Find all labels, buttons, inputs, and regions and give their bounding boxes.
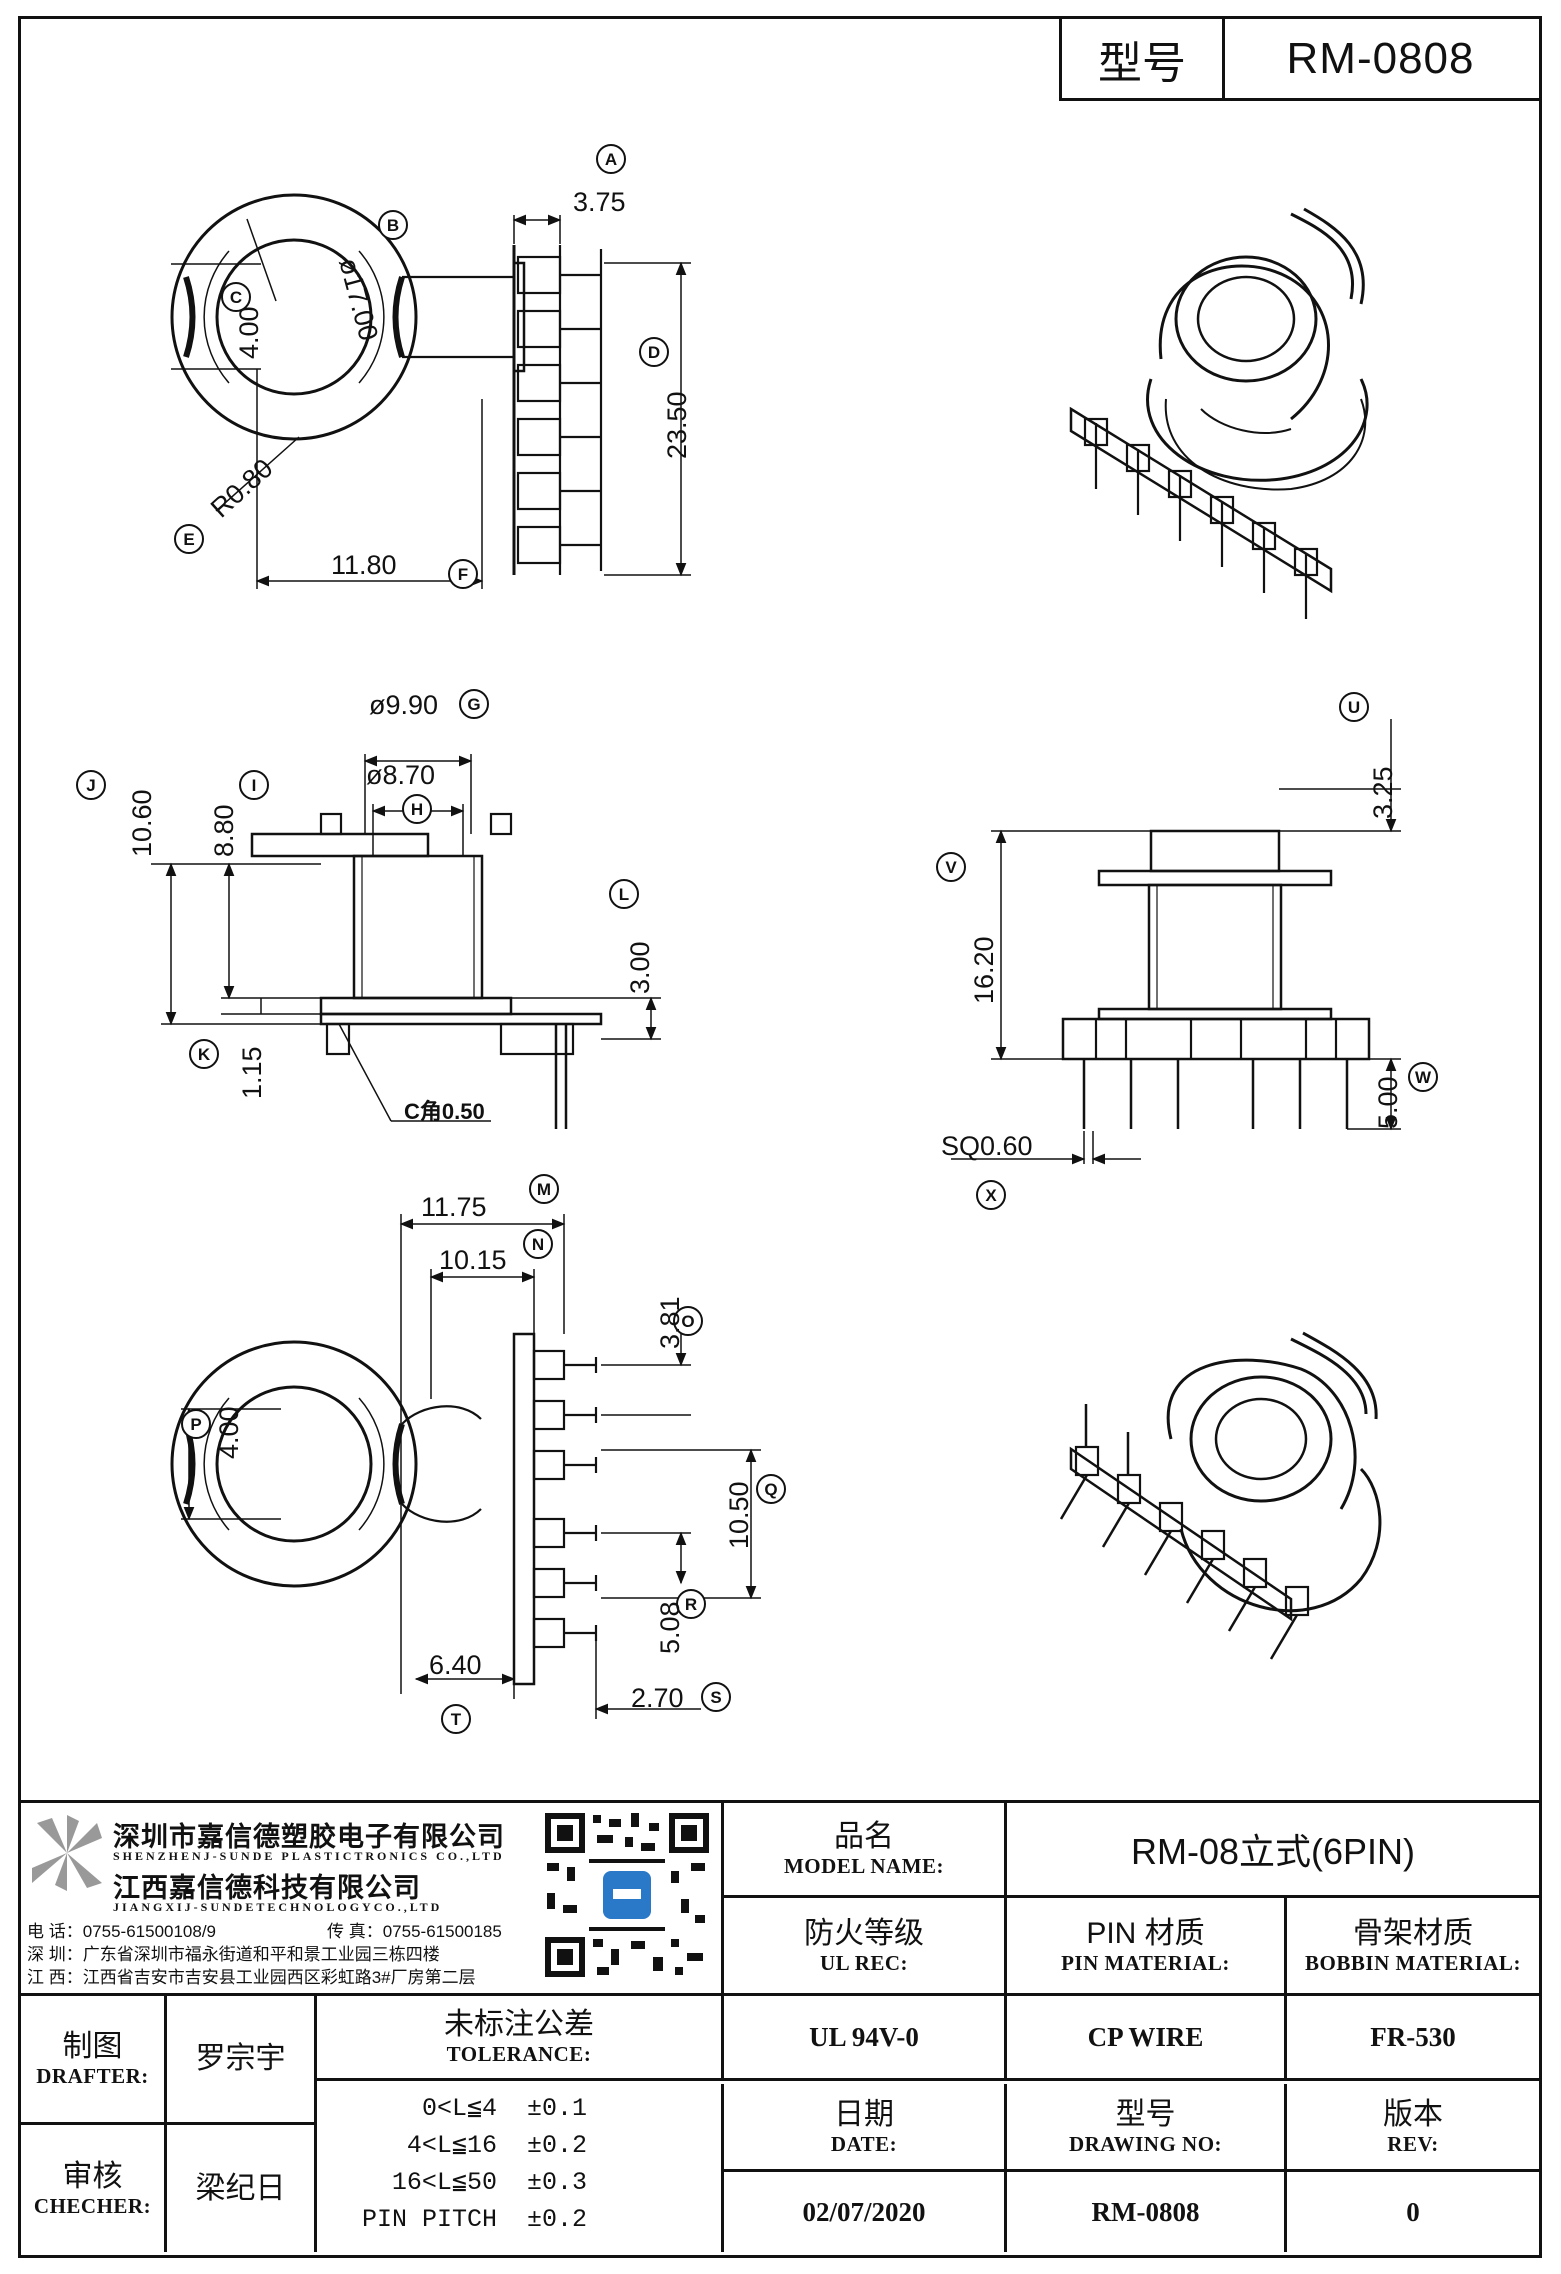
pin-material-value: CP WIRE (1007, 1996, 1287, 2081)
top-view (170, 193, 691, 589)
title-block: 深圳市嘉信德塑胶电子有限公司 SHENZHENJ-SUNDE PLASTICTR… (21, 1800, 1539, 2255)
technical-drawing: A B C D E F G H I J L K U V W X M N O P Q R S T 3.75… (76, 144, 1438, 1734)
iso-view-top (1069, 207, 1369, 619)
dim-A: 3.75 (573, 187, 626, 217)
callout-markers (76, 144, 1438, 1734)
drafter-value: 罗宗宇 (167, 1996, 317, 2125)
address-shenzhen: 深 圳：广东省深圳市福永街道和平和景工业园三栋四楼 (27, 1945, 440, 1964)
svg-text:L: L (619, 885, 629, 904)
model-label: 型号 (1062, 19, 1225, 98)
company-name-jx: 江西嘉信德科技有限公司 (113, 1873, 421, 1903)
dim-O: 3.81 (655, 1296, 685, 1349)
side-view (951, 719, 1401, 1165)
svg-text:D: D (648, 343, 660, 362)
svg-text:X: X (985, 1186, 997, 1205)
model-name-label: 品名 MODEL NAME: (724, 1803, 1007, 1898)
dim-J: 10.60 (127, 789, 157, 857)
svg-text:K: K (198, 1045, 211, 1064)
svg-text:W: W (1415, 1068, 1432, 1087)
dim-K: 1.15 (237, 1046, 267, 1099)
checker-value: 梁纪日 (167, 2125, 317, 2252)
dim-L: 3.00 (625, 941, 655, 994)
company-name-sz-en: SHENZHENJ-SUNDE PLASTICTRONICS CO.,LTD (113, 1849, 505, 1863)
tolerance-row: 16<L≦50±0.3 (391, 2168, 588, 2197)
company-fax: 传 真：0755-61500185 (327, 1922, 502, 1941)
bobbin-material-value: FR-530 (1287, 1996, 1539, 2081)
dim-D: 23.50 (662, 391, 692, 459)
dim-V: 16.20 (969, 936, 999, 1004)
svg-text:R: R (685, 1595, 697, 1614)
dim-C: 4.00 (234, 306, 264, 359)
ul-rec-label: 防火等级 UL REC: (724, 1898, 1007, 1993)
model-name-value: RM-08立式(6PIN) (1007, 1803, 1539, 1898)
dim-H: ø8.70 (366, 760, 435, 790)
dim-G: ø9.90 (369, 690, 438, 720)
dim-B: ø17.00 (333, 255, 384, 344)
svg-text:C: C (230, 288, 242, 307)
tolerance-row: PIN PITCH±0.2 (361, 2205, 588, 2234)
dim-M: 11.75 (421, 1192, 487, 1222)
svg-text:E: E (183, 530, 194, 549)
svg-text:Q: Q (764, 1480, 777, 1499)
company-name-jx-en: JIANGXIJ-SUNDETECHNOLOGYCO.,LTD (113, 1900, 443, 1914)
model-number: RM-0808 (1286, 33, 1475, 83)
rev-value: 0 (1406, 2196, 1420, 2227)
company-name-sz: 深圳市嘉信德塑胶电子有限公司 (113, 1822, 505, 1852)
dim-W: 5.00 (1373, 1076, 1403, 1129)
dim-T: 6.40 (429, 1650, 482, 1680)
dim-F: 11.80 (331, 550, 397, 580)
dim-E: R0.80 (205, 453, 279, 524)
dim-N: 10.15 (439, 1245, 507, 1275)
svg-text:O: O (681, 1312, 694, 1331)
bobbin-material-label: 骨架材质 BOBBIN MATERIAL: (1305, 1916, 1521, 1975)
svg-text:H: H (411, 800, 423, 819)
iso-view-bottom (1059, 1331, 1382, 1660)
svg-text:M: M (537, 1180, 551, 1199)
svg-text:N: N (532, 1235, 544, 1254)
dim-R: 5.08 (655, 1601, 685, 1654)
svg-text:S: S (710, 1688, 721, 1707)
company-logo (32, 1815, 102, 1891)
svg-text:F: F (458, 565, 468, 584)
tolerance-table: 0<L≦4±0.1 4<L≦16±0.2 16<L≦50±0.3 PIN PIT… (317, 2084, 724, 2252)
drawing-sheet: 型号 RM-0808 (18, 16, 1542, 2258)
pin-material-label: PIN 材质 PIN MATERIAL: (1007, 1898, 1287, 1993)
svg-text:P: P (190, 1415, 201, 1434)
svg-text:A: A (605, 150, 617, 169)
rev-label: 版本 REV: (1287, 2084, 1539, 2172)
company-info: 深圳市嘉信德塑胶电子有限公司 SHENZHENJ-SUNDE PLASTICTR… (21, 1803, 721, 1993)
svg-text:G: G (467, 695, 480, 714)
tolerance-row: 0<L≦4±0.1 (421, 2094, 588, 2123)
qr-code (541, 1809, 713, 1981)
ul-rec-value: UL 94V-0 (724, 1996, 1007, 2081)
drafter-label: 制图 DRAFTER: (21, 1996, 167, 2125)
svg-text:T: T (451, 1710, 462, 1729)
dim-U: 3.25 (1368, 766, 1398, 819)
checker-label: 审核 CHECHER: (21, 2125, 167, 2252)
tolerance-label: 未标注公差 TOLERANCE: (317, 1996, 724, 2081)
drawing-no-label: 型号 DRAWING NO: (1007, 2084, 1287, 2172)
top-title-box: 型号 RM-0808 (1059, 19, 1539, 101)
dim-P: 4.00 (214, 1406, 244, 1459)
svg-text:V: V (945, 858, 957, 877)
svg-text:I: I (252, 776, 257, 795)
dim-S: 2.70 (631, 1683, 684, 1713)
date-label: 日期 DATE: (724, 2084, 1007, 2172)
tolerance-row: 4<L≦16±0.2 (406, 2131, 588, 2160)
front-view (151, 754, 661, 1129)
bottom-view (170, 1214, 761, 1719)
drawing-no-value: RM-0808 (1007, 2172, 1287, 2252)
callout-letters: A B C D E F G H I J L K U V W X M N O P Q R S T (86, 150, 1432, 1729)
date-value: 02/07/2020 (724, 2172, 1007, 2252)
dim-I: 8.80 (209, 804, 239, 857)
svg-text:J: J (86, 776, 95, 795)
dim-chamfer: C角0.50 (404, 1099, 485, 1124)
svg-text:B: B (387, 216, 399, 235)
dim-Q: 10.50 (724, 1481, 754, 1549)
dim-X: SQ0.60 (941, 1131, 1033, 1161)
company-phone: 电 话：0755-61500108/9 (27, 1922, 217, 1941)
address-jiangxi: 江 西：江西省吉安市吉安县工业园西区彩虹路3#厂房第二层 (27, 1968, 476, 1987)
svg-text:U: U (1348, 698, 1360, 717)
